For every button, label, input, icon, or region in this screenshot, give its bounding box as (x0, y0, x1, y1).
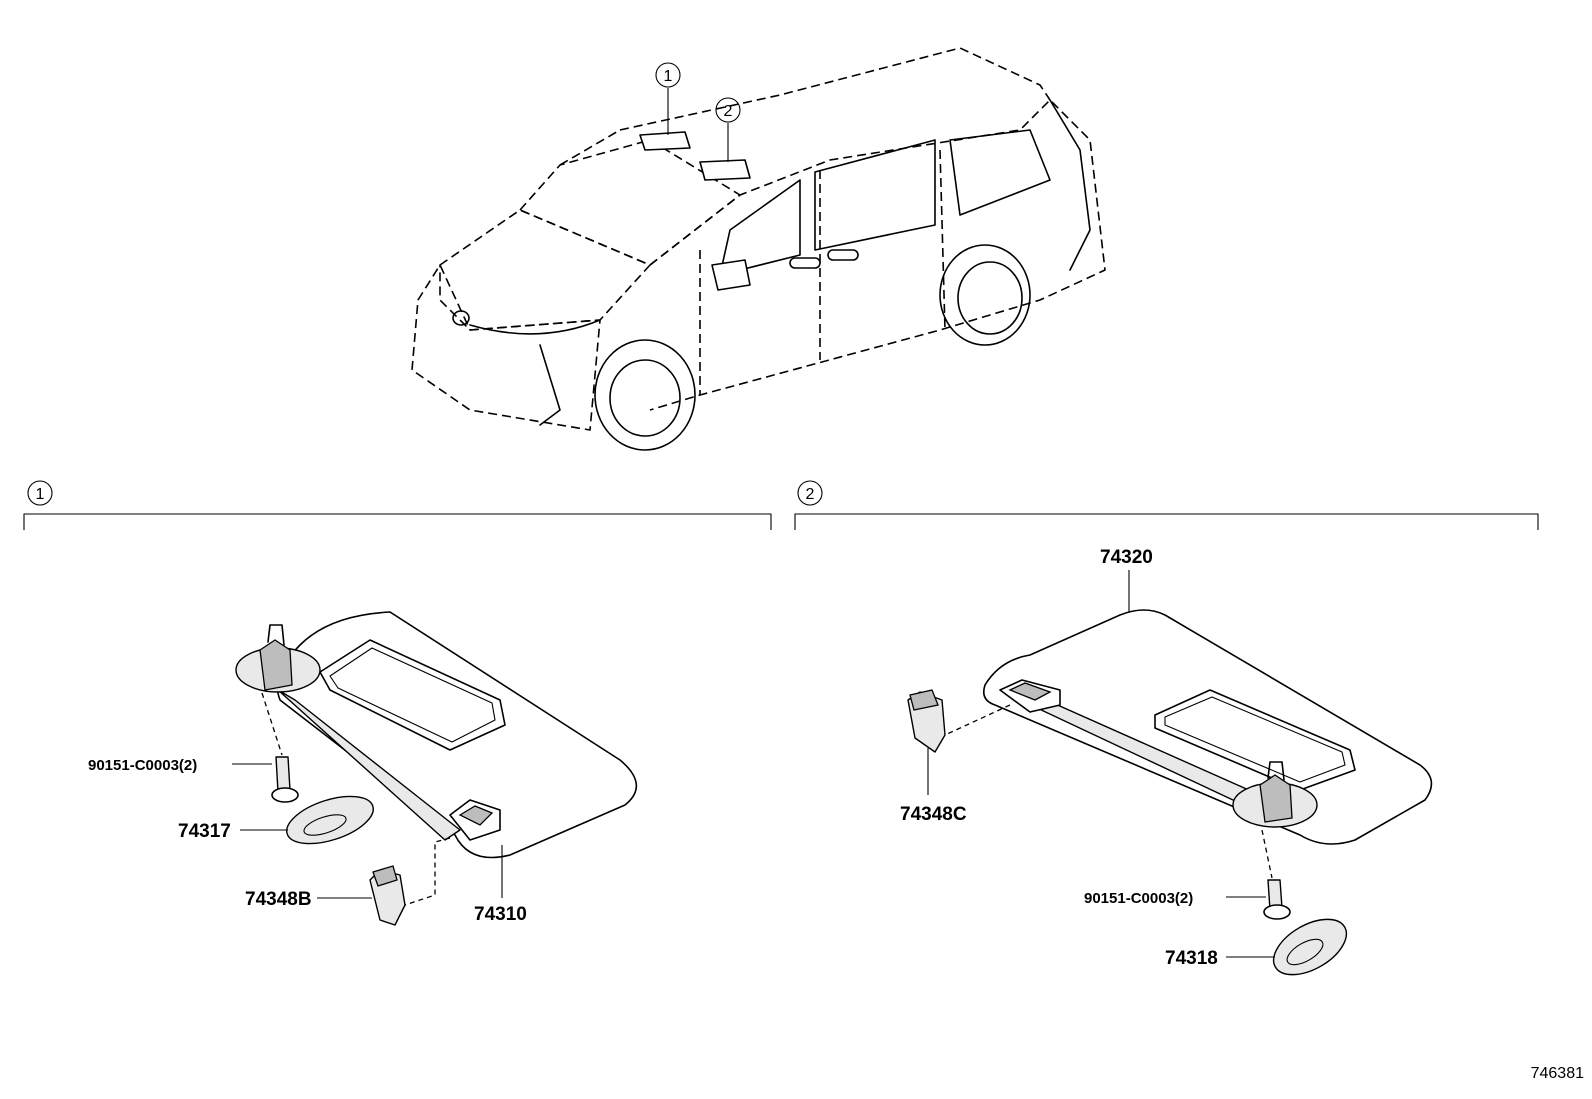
right-cover (1272, 918, 1348, 976)
svg-text:90151-C0003(2): 90151-C0003(2) (88, 757, 197, 774)
right-cover-label: 74318 (1165, 948, 1275, 969)
right-holder (907, 689, 1011, 753)
svg-text:74320: 74320 (1100, 547, 1153, 568)
right-screw-label: 90151-C0003(2) (1084, 890, 1266, 907)
left-holder (369, 837, 451, 926)
right-sun-visor (982, 609, 1433, 845)
left-screw-label: 90151-C0003(2) (88, 757, 272, 774)
svg-text:74348C: 74348C (900, 804, 967, 825)
vehicle-callout-1: 1 (655, 62, 681, 88)
svg-text:74310: 74310 (474, 904, 527, 925)
left-cover (286, 795, 374, 845)
svg-text:1: 1 (664, 68, 673, 85)
svg-text:2: 2 (806, 486, 815, 503)
svg-text:74348B: 74348B (245, 889, 312, 910)
svg-text:1: 1 (36, 486, 45, 503)
svg-text:74317: 74317 (178, 821, 231, 842)
svg-text:74318: 74318 (1165, 948, 1218, 969)
vehicle-illustration (411, 47, 1106, 451)
vehicle-callout-2: 2 (715, 97, 741, 123)
left-cover-label: 74317 (178, 821, 288, 842)
left-holder-label: 74348B (245, 889, 372, 910)
section-2-header: 2 (794, 480, 1539, 530)
svg-text:90151-C0003(2): 90151-C0003(2) (1084, 890, 1193, 907)
left-visor-label: 74310 (474, 845, 527, 925)
right-visor-label: 74320 (1100, 547, 1153, 612)
left-screw (261, 692, 299, 803)
left-sun-visor (235, 611, 638, 859)
right-holder-label: 74348C (900, 748, 967, 825)
drawing-number: 746381 (1531, 1065, 1584, 1082)
svg-text:2: 2 (724, 103, 733, 120)
section-1-header: 1 (23, 480, 772, 530)
right-screw (1261, 829, 1291, 920)
